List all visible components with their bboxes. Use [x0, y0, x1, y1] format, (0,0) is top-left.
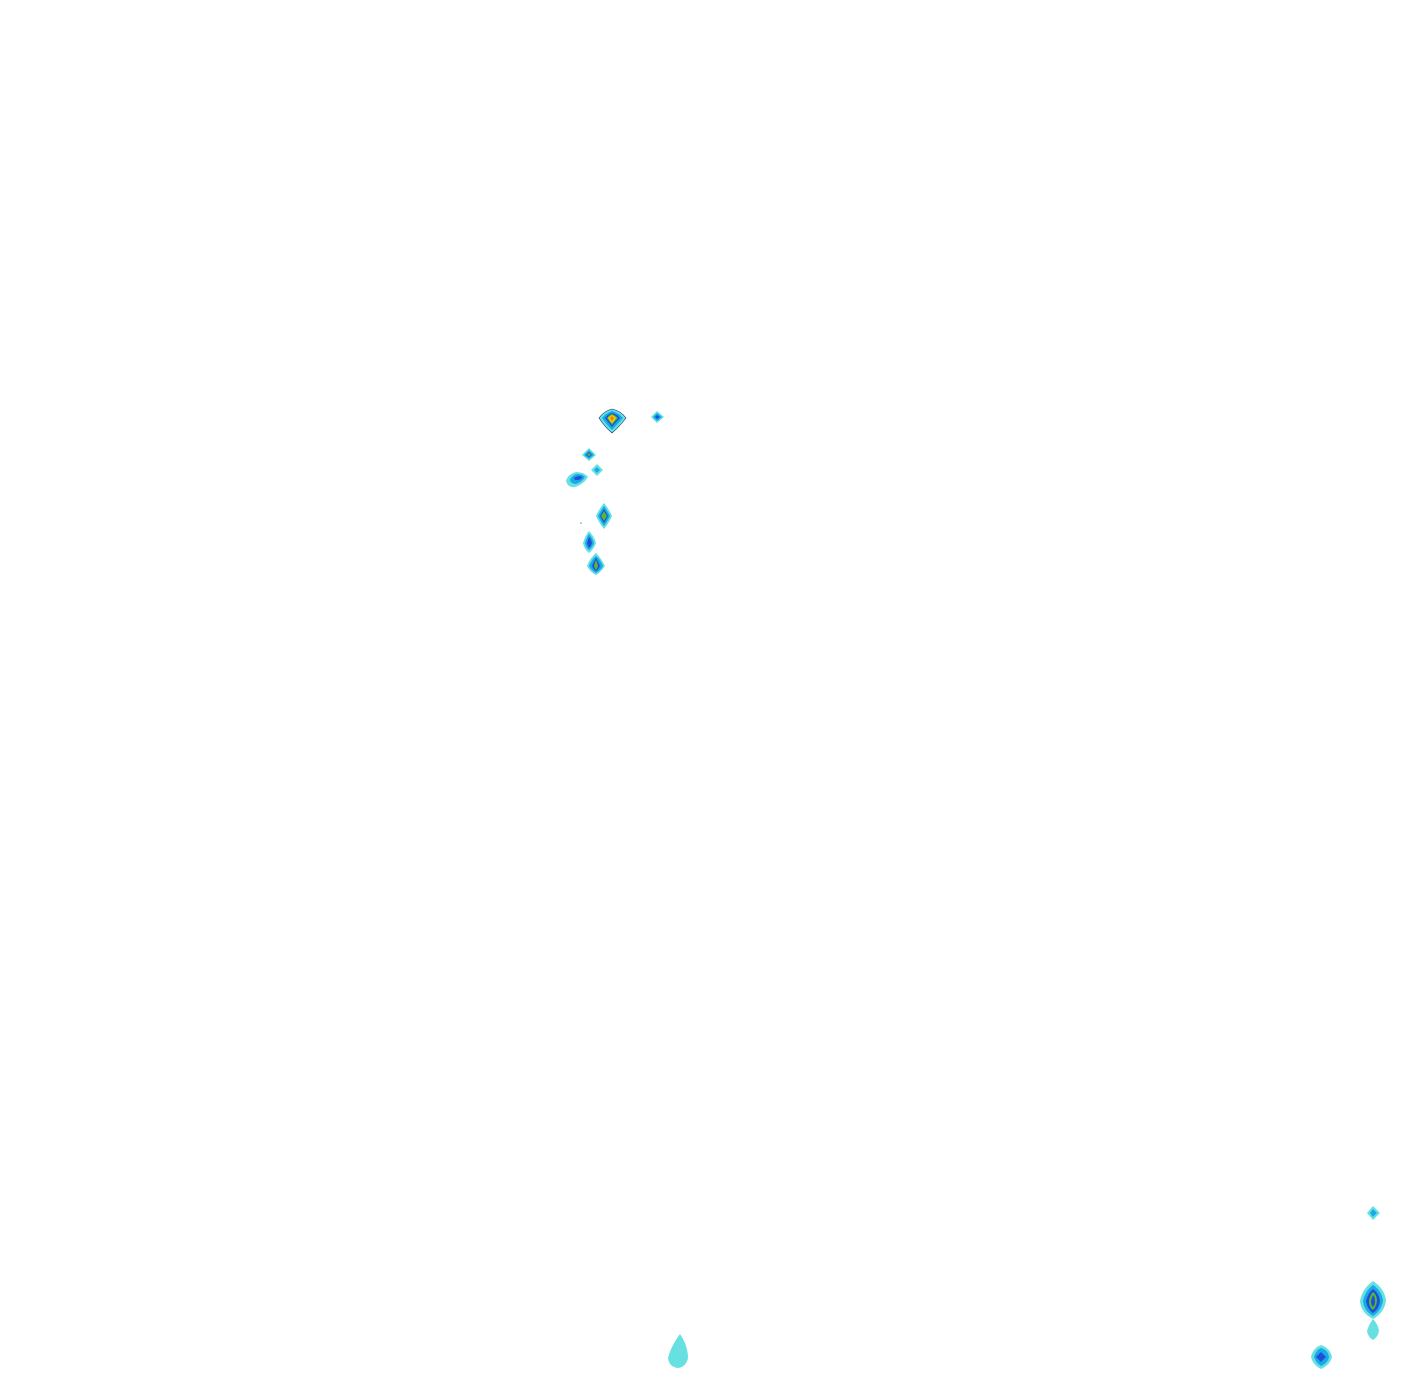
contour-level-1 [1367, 1319, 1379, 1340]
contour-level-3-core [1371, 1295, 1375, 1307]
contour-cell [583, 531, 596, 553]
contour-speck [580, 522, 582, 524]
contour-cell [1360, 1281, 1386, 1319]
contour-cell [651, 411, 664, 423]
contour-level-2 [1370, 1209, 1377, 1217]
contour-level-2 [594, 467, 600, 473]
contour-level-3 [1316, 1352, 1326, 1362]
contour-cell [566, 472, 588, 488]
contour-level-4 [594, 560, 598, 570]
contour-cell [591, 464, 603, 476]
contour-cell [668, 1334, 688, 1368]
contour-level-1 [668, 1334, 688, 1368]
contour-level-3 [587, 537, 592, 548]
contour-level-4 [601, 511, 607, 521]
contour-cell [1367, 1319, 1379, 1340]
contour-level-6 [610, 416, 614, 421]
contour-cell [582, 448, 596, 461]
contour-cell [587, 553, 605, 575]
contour-cell [596, 503, 612, 529]
contour-level-3 [574, 476, 583, 480]
contour-cell [1367, 1206, 1380, 1220]
contour-cell [598, 408, 627, 434]
contour-cell [1311, 1345, 1332, 1369]
contour-level-3 [655, 415, 660, 419]
contour-level-4 [587, 453, 591, 456]
